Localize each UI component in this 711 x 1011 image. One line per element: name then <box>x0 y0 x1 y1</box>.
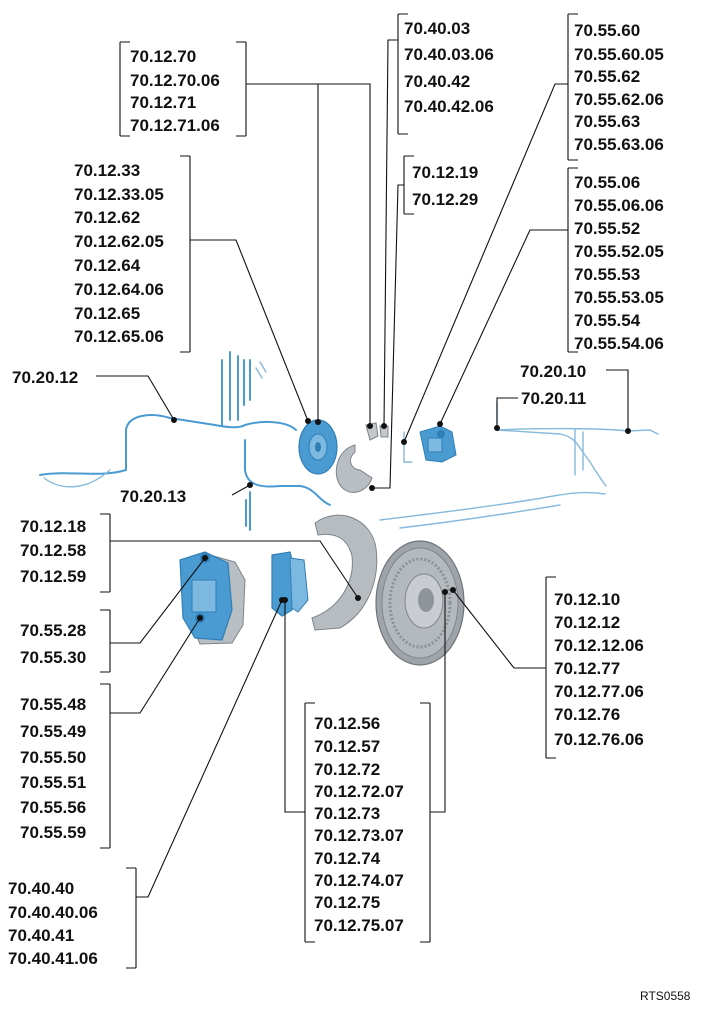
part-number: 70.12.64.06 <box>74 280 164 299</box>
rear-dust-shield <box>335 444 373 493</box>
part-number: 70.12.18 <box>20 517 86 536</box>
front-brake-pads <box>271 551 309 617</box>
part-number: 70.12.12 <box>554 613 620 632</box>
part-number: 70.12.76 <box>554 705 620 724</box>
front-brake-disc <box>375 540 465 666</box>
part-number: 70.55.50 <box>20 748 86 767</box>
part-number: 70.12.75 <box>314 893 380 912</box>
part-number: 70.20.10 <box>520 362 586 381</box>
part-number: 70.12.64 <box>74 256 141 275</box>
callout-front-pad-set-group: 70.12.56 70.12.57 70.12.72 70.12.72.07 7… <box>314 714 404 935</box>
part-number: 70.55.53.05 <box>574 288 664 307</box>
part-number: 70.12.12.06 <box>554 636 644 655</box>
callout-hose-bracket-group: 70.12.70 70.12.70.06 70.12.71 70.12.71.0… <box>130 47 220 135</box>
front-dust-shield <box>311 514 378 631</box>
part-number: 70.12.56 <box>314 714 380 733</box>
front-caliper <box>179 551 246 645</box>
callout-rear-disc-group: 70.12.33 70.12.33.05 70.12.62 70.12.62.0… <box>74 161 164 346</box>
part-number: 70.55.62 <box>574 67 640 86</box>
part-number: 70.12.57 <box>314 737 380 756</box>
part-number: 70.12.65.06 <box>74 327 164 346</box>
callout-front-caliper-group: 70.55.48 70.55.49 70.55.50 70.55.51 70.5… <box>20 695 86 842</box>
part-number: 70.40.03.06 <box>404 45 494 64</box>
part-number: 70.55.52.05 <box>574 242 664 261</box>
part-number: 70.40.42.06 <box>404 97 494 116</box>
part-number: 70.55.60.05 <box>574 45 664 64</box>
part-number: 70.55.53 <box>574 265 640 284</box>
part-number: 70.55.49 <box>20 722 86 741</box>
part-number: 70.40.40 <box>8 879 74 898</box>
callout-rear-caliper-assy-group: 70.55.06 70.55.06.06 70.55.52 70.55.52.0… <box>574 173 664 353</box>
part-number: 70.55.30 <box>20 648 86 667</box>
leader-lines <box>96 13 629 969</box>
part-number: 70.55.60 <box>574 21 640 40</box>
callout-pipe-left: 70.20.12 <box>12 368 78 387</box>
part-number: 70.12.58 <box>20 541 86 560</box>
part-number: 70.12.71.06 <box>130 116 220 135</box>
part-number: 70.12.70 <box>130 47 196 66</box>
callout-rear-caliper-group: 70.55.60 70.55.60.05 70.55.62 70.55.62.0… <box>574 21 664 154</box>
part-number: 70.12.65 <box>74 304 140 323</box>
callout-front-shield-group: 70.12.18 70.12.58 70.12.59 <box>20 517 86 586</box>
part-number: 70.55.54.06 <box>574 334 664 353</box>
part-number: 70.55.48 <box>20 695 86 714</box>
part-number: 70.55.62.06 <box>574 90 664 109</box>
part-number: 70.12.72 <box>314 760 380 779</box>
part-number: 70.40.40.06 <box>8 903 98 922</box>
part-number: 70.40.41 <box>8 926 74 945</box>
callout-pipe-right-outer: 70.20.10 <box>520 362 586 381</box>
part-number: 70.12.62.05 <box>74 232 164 251</box>
illustration <box>39 351 659 666</box>
callout-pipe-center: 70.20.13 <box>120 487 186 506</box>
part-number: 70.55.59 <box>20 823 86 842</box>
callout-front-caliper-side-group: 70.55.28 70.55.30 <box>20 621 86 667</box>
part-number: 70.12.33 <box>74 161 140 180</box>
part-number: 70.55.63.06 <box>574 135 664 154</box>
callout-pipe-right-inner: 70.20.11 <box>521 389 586 408</box>
part-number: 70.55.56 <box>20 798 86 817</box>
part-number: 70.40.41.06 <box>8 949 98 968</box>
part-number: 70.12.77 <box>554 659 620 678</box>
rear-brake-disc <box>298 419 338 475</box>
part-number: 70.20.11 <box>521 389 586 408</box>
part-number: 70.12.72.07 <box>314 782 404 801</box>
part-number: 70.12.29 <box>412 190 478 209</box>
part-number: 70.12.73 <box>314 804 380 823</box>
part-number: 70.12.75.07 <box>314 916 404 935</box>
part-number: 70.12.19 <box>412 163 478 182</box>
part-number: 70.20.13 <box>120 487 186 506</box>
part-number: 70.20.12 <box>12 368 78 387</box>
part-number: 70.12.10 <box>554 590 620 609</box>
part-number: 70.12.74 <box>314 849 381 868</box>
part-number: 70.55.52 <box>574 219 640 238</box>
callout-hardware-group: 70.40.03 70.40.03.06 70.40.42 70.40.42.0… <box>404 19 494 116</box>
part-number: 70.12.62 <box>74 208 140 227</box>
part-number: 70.12.76.06 <box>554 730 644 749</box>
part-number: 70.40.03 <box>404 19 470 38</box>
part-number: 70.55.06 <box>574 173 640 192</box>
part-number: 70.12.77.06 <box>554 682 644 701</box>
part-number: 70.12.70.06 <box>130 71 220 90</box>
leader-dots <box>171 417 631 621</box>
figure-reference: RTS0558 <box>640 989 691 1003</box>
callout-front-disc-group: 70.12.10 70.12.12 70.12.12.06 70.12.77 7… <box>554 590 644 749</box>
callout-front-pads-group: 70.40.40 70.40.40.06 70.40.41 70.40.41.0… <box>8 879 98 968</box>
part-number: 70.55.54 <box>574 311 641 330</box>
part-number: 70.12.33.05 <box>74 185 164 204</box>
callout-rear-shield-group: 70.12.19 70.12.29 <box>412 163 478 209</box>
rear-caliper <box>419 425 457 463</box>
part-number: 70.55.28 <box>20 621 86 640</box>
part-number: 70.12.73.07 <box>314 826 404 845</box>
part-number: 70.55.06.06 <box>574 196 664 215</box>
part-number: 70.12.74.07 <box>314 871 404 890</box>
part-number: 70.55.51 <box>20 773 86 792</box>
part-number: 70.12.71 <box>130 93 196 112</box>
part-number: 70.55.63 <box>574 112 640 131</box>
part-number: 70.12.59 <box>20 567 86 586</box>
part-number: 70.40.42 <box>404 72 470 91</box>
